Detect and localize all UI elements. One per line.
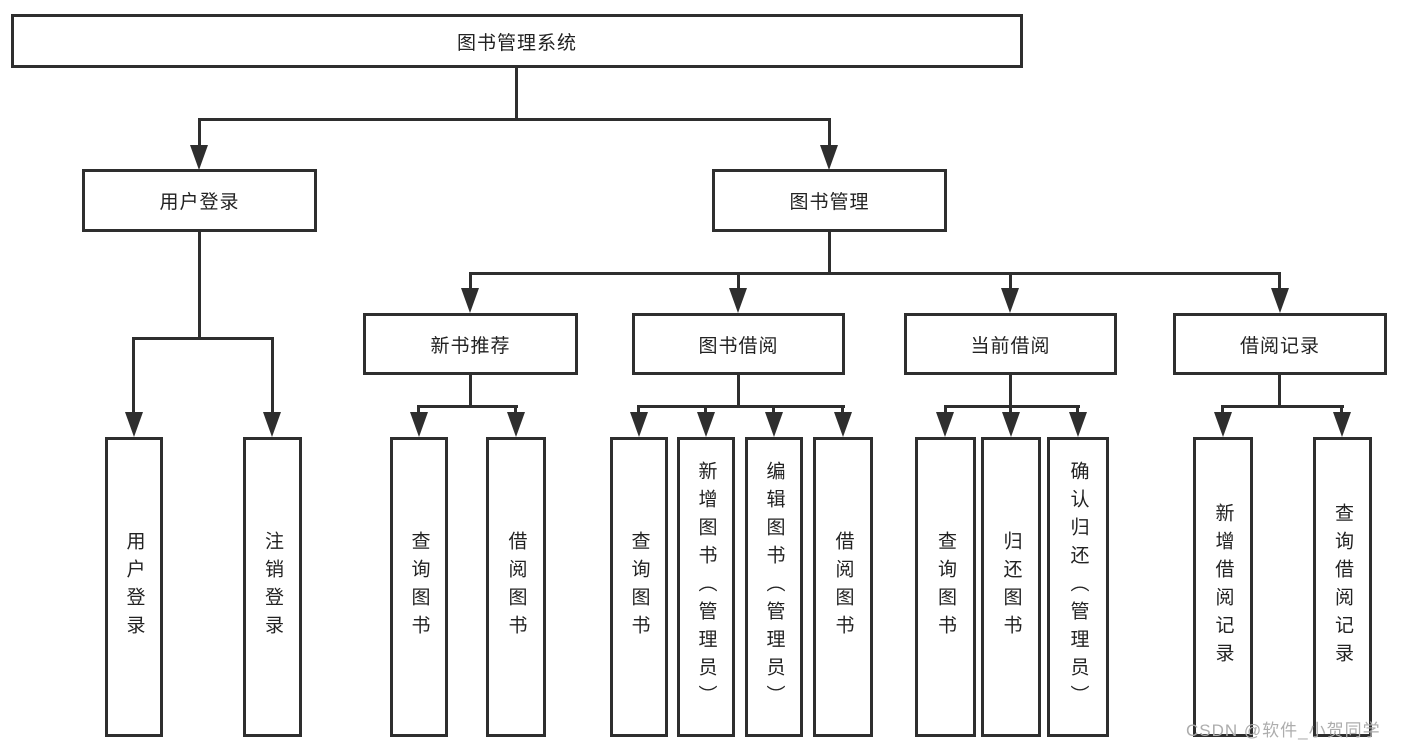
leaf-borrow-book-borrowing: 借阅图书 xyxy=(813,437,873,737)
arrow-down-icon xyxy=(765,412,783,437)
arrow-down-icon xyxy=(190,145,208,170)
node-current-borrowing-label: 当前借阅 xyxy=(970,335,1051,357)
node-user-login: 用户登录 xyxy=(82,169,317,232)
arrow-down-icon xyxy=(1002,412,1020,437)
connector-line xyxy=(198,118,831,121)
connector-line xyxy=(737,375,740,405)
leaf-query-book-recommend: 查询图书 xyxy=(390,437,448,737)
connector-line xyxy=(828,118,831,148)
arrow-down-icon xyxy=(263,412,281,437)
leaf-query-borrow-record: 查询借阅记录 xyxy=(1313,437,1372,737)
leaf-confirm-return-admin: 确认归还（管理员） xyxy=(1047,437,1109,737)
connector-line xyxy=(637,405,845,408)
connector-line xyxy=(417,405,518,408)
connector-line xyxy=(1340,405,1343,415)
connector-line xyxy=(469,272,472,290)
node-root-label: 图书管理系统 xyxy=(456,32,577,54)
leaf-borrow-book-recommend-label: 借阅图书 xyxy=(505,531,527,643)
arrow-down-icon xyxy=(936,412,954,437)
leaf-add-book-admin-label: 新增图书（管理员） xyxy=(695,461,717,713)
node-current-borrowing: 当前借阅 xyxy=(904,313,1117,375)
node-user-login-label: 用户登录 xyxy=(159,192,240,213)
connector-line xyxy=(737,272,740,290)
connector-line xyxy=(828,232,831,272)
connector-line xyxy=(1009,405,1012,415)
arrow-down-icon xyxy=(1069,412,1087,437)
leaf-edit-book-admin-label: 编辑图书（管理员） xyxy=(763,461,785,713)
leaf-user-login-label: 用户登录 xyxy=(123,531,145,643)
connector-line xyxy=(1221,405,1224,415)
arrow-down-icon xyxy=(1001,288,1019,313)
arrow-down-icon xyxy=(729,288,747,313)
leaf-query-book-borrowing-label: 查询图书 xyxy=(628,531,650,643)
connector-line xyxy=(1278,375,1281,405)
leaf-query-book-recommend-label: 查询图书 xyxy=(408,531,430,643)
leaf-return-book-label: 归还图书 xyxy=(1000,531,1022,643)
connector-line xyxy=(469,375,472,405)
connector-line xyxy=(704,405,707,415)
arrow-down-icon xyxy=(630,412,648,437)
connector-line xyxy=(944,405,947,415)
node-book-borrowing-label: 图书借阅 xyxy=(698,335,779,357)
node-root: 图书管理系统 xyxy=(11,14,1023,68)
connector-line xyxy=(944,405,1080,408)
leaf-add-book-admin: 新增图书（管理员） xyxy=(677,437,735,737)
arrow-down-icon xyxy=(697,412,715,437)
leaf-edit-book-admin: 编辑图书（管理员） xyxy=(745,437,803,737)
leaf-query-book-borrowing: 查询图书 xyxy=(610,437,668,737)
node-borrowing-records-label: 借阅记录 xyxy=(1239,335,1320,357)
leaf-borrow-book-recommend: 借阅图书 xyxy=(486,437,546,737)
node-book-borrowing: 图书借阅 xyxy=(632,313,845,375)
leaf-logout: 注销登录 xyxy=(243,437,302,737)
connector-line xyxy=(1009,272,1012,290)
watermark: CSDN @软件_小贺同学 xyxy=(1186,721,1381,740)
arrow-down-icon xyxy=(461,288,479,313)
node-book-management: 图书管理 xyxy=(712,169,947,232)
leaf-logout-label: 注销登录 xyxy=(262,531,283,643)
arrow-down-icon xyxy=(1214,412,1232,437)
connector-line xyxy=(1009,375,1012,405)
connector-line xyxy=(1278,272,1281,290)
leaf-return-book: 归还图书 xyxy=(981,437,1041,737)
connector-line xyxy=(515,68,518,118)
leaf-query-book-current: 查询图书 xyxy=(915,437,976,737)
node-new-book-recommend: 新书推荐 xyxy=(363,313,578,375)
connector-line xyxy=(514,405,517,415)
connector-line xyxy=(132,337,135,415)
arrow-down-icon xyxy=(820,145,838,170)
arrow-down-icon xyxy=(410,412,428,437)
leaf-add-borrow-record-label: 新增借阅记录 xyxy=(1212,503,1234,671)
connector-line xyxy=(198,118,201,148)
leaf-query-book-current-label: 查询图书 xyxy=(935,531,956,643)
connector-line xyxy=(132,337,274,340)
connector-line xyxy=(271,337,274,415)
node-new-book-recommend-label: 新书推荐 xyxy=(430,335,511,357)
connector-line xyxy=(1221,405,1344,408)
connector-line xyxy=(417,405,420,415)
connector-line xyxy=(637,405,640,415)
leaf-query-borrow-record-label: 查询借阅记录 xyxy=(1332,503,1353,671)
connector-line xyxy=(772,405,775,415)
leaf-confirm-return-admin-label: 确认归还（管理员） xyxy=(1067,461,1089,713)
arrow-down-icon xyxy=(1271,288,1289,313)
node-borrowing-records: 借阅记录 xyxy=(1173,313,1387,375)
connector-line xyxy=(1076,405,1079,415)
arrow-down-icon xyxy=(507,412,525,437)
connector-line xyxy=(469,272,1281,275)
connector-line xyxy=(841,405,844,415)
leaf-user-login: 用户登录 xyxy=(105,437,163,737)
arrow-down-icon xyxy=(125,412,143,437)
arrow-down-icon xyxy=(834,412,852,437)
node-book-management-label: 图书管理 xyxy=(789,192,870,213)
leaf-borrow-book-borrowing-label: 借阅图书 xyxy=(832,531,854,643)
leaf-add-borrow-record: 新增借阅记录 xyxy=(1193,437,1253,737)
arrow-down-icon xyxy=(1333,412,1351,437)
connector-line xyxy=(198,232,201,337)
